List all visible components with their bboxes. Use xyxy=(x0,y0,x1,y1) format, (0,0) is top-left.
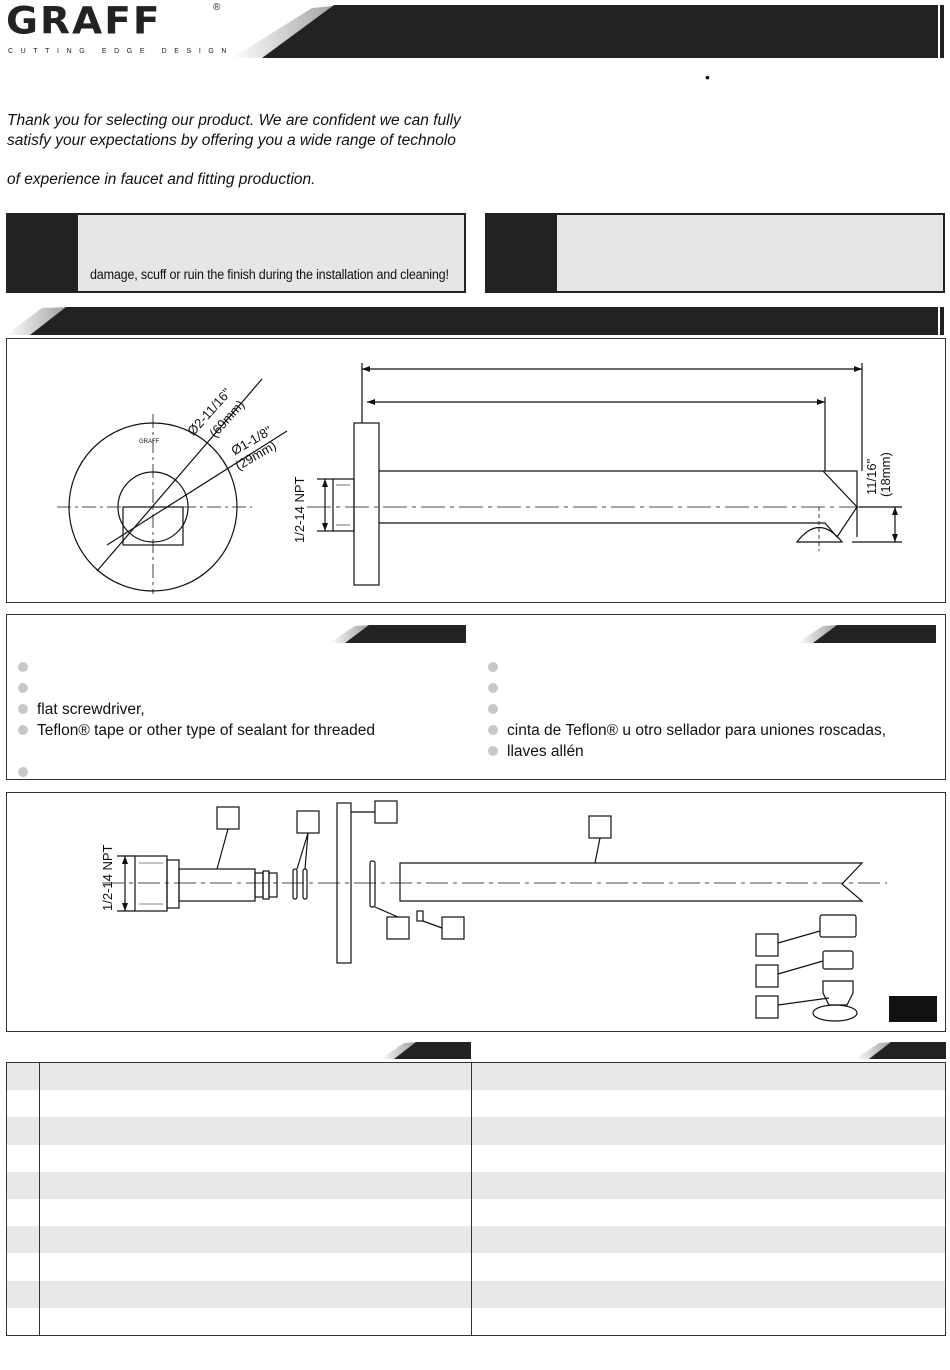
warning-box-left: damage, scuff or ruin the finish during … xyxy=(6,213,466,293)
warning-text: damage, scuff or ruin the finish during … xyxy=(90,267,449,282)
tools-list-es: cinta de Teflon® u otro sellador para un… xyxy=(487,657,886,762)
warning-box-right xyxy=(485,213,945,293)
parts-table xyxy=(6,1062,946,1336)
table-row xyxy=(7,1117,945,1145)
exploded-thread-label: 1/2-14 NPT xyxy=(100,844,115,911)
parts-tabs xyxy=(380,1042,946,1059)
tool-item xyxy=(487,699,886,720)
tool-item-blank xyxy=(17,741,375,762)
tool-item: Teflon® tape or other type of sealant fo… xyxy=(17,720,375,741)
table-row xyxy=(7,1063,945,1091)
tool-item: flat screwdriver, xyxy=(17,699,375,720)
tool-item xyxy=(17,762,375,783)
exploded-view-panel: 1/2-14 NPT xyxy=(6,792,946,1032)
table-col-divider-number xyxy=(39,1063,40,1335)
height-label: 11/16" xyxy=(864,458,879,495)
table-row xyxy=(7,1090,945,1117)
table-col-divider-language xyxy=(471,1063,472,1335)
warning-tab xyxy=(487,215,557,291)
table-row xyxy=(7,1308,945,1335)
header-bullet-dot: • xyxy=(705,69,710,85)
plate-logo: GRAFF xyxy=(139,439,160,445)
table-row xyxy=(7,1145,945,1172)
height-mm-label: (18mm) xyxy=(878,452,893,497)
dimension-drawing xyxy=(57,363,902,594)
intro-line-2: satisfy your expectations by offering yo… xyxy=(7,132,456,149)
dimensions-panel: GRAFF Ø2-11/16" (69mm) Ø1-1/8" (29mm) 1/… xyxy=(6,338,946,603)
table-row xyxy=(7,1199,945,1226)
brand-name: GRAFF xyxy=(6,0,162,43)
header-banner xyxy=(232,5,944,58)
intro-line-3: of experience in faucet and fitting prod… xyxy=(7,171,316,188)
tools-list-en: flat screwdriver, Teflon® tape or other … xyxy=(17,657,375,783)
brand-logo: GRAFF ® CUTTING EDGE DESIGN xyxy=(6,2,226,58)
tool-item xyxy=(17,678,375,699)
section-banner xyxy=(6,307,944,335)
tool-item: cinta de Teflon® u otro sellador para un… xyxy=(487,720,886,741)
registered-mark: ® xyxy=(213,2,221,13)
table-row xyxy=(7,1280,945,1308)
table-row xyxy=(7,1171,945,1199)
warning-tab xyxy=(8,215,78,291)
tools-tabs xyxy=(329,625,936,643)
thread-label: 1/2-14 NPT xyxy=(292,476,307,543)
tool-item xyxy=(17,657,375,678)
exploded-drawing xyxy=(102,800,937,1022)
tool-item: llaves allén xyxy=(487,741,886,762)
tool-item xyxy=(487,657,886,678)
table-row xyxy=(7,1226,945,1254)
table-row xyxy=(7,1253,945,1280)
tool-item xyxy=(487,678,886,699)
tools-panel: flat screwdriver, Teflon® tape or other … xyxy=(6,614,946,780)
intro-line-1: Thank you for selecting our product. We … xyxy=(7,112,461,129)
brand-tagline: CUTTING EDGE DESIGN xyxy=(8,48,235,55)
